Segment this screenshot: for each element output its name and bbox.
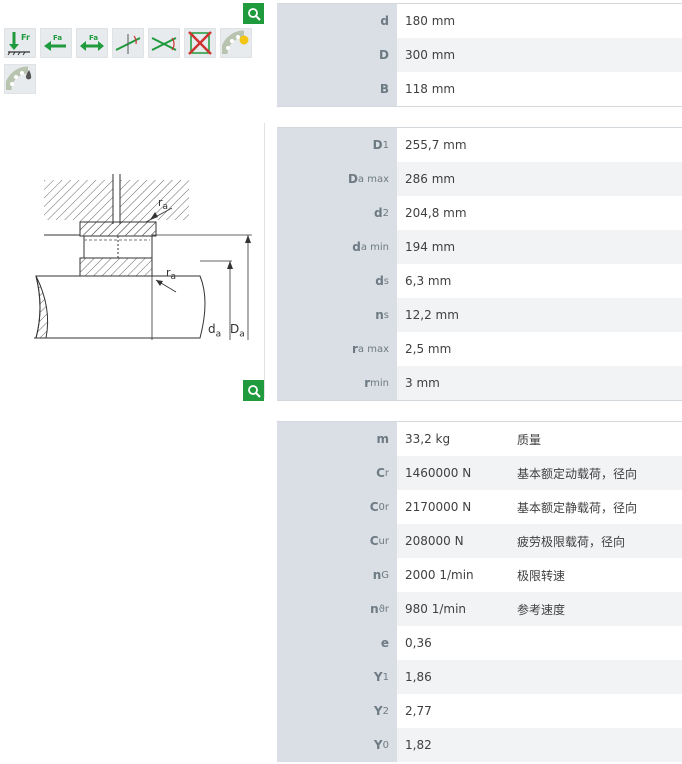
table-divider xyxy=(277,400,682,401)
description-cell: 参考速度 xyxy=(517,602,566,617)
zoom-icon-button-bottom[interactable] xyxy=(243,380,264,401)
value-cell: 2,77 xyxy=(405,704,432,718)
misalignment-icon[interactable] xyxy=(112,28,144,58)
bearing-mounting-diagram xyxy=(34,174,252,340)
description-cell: 极限转速 xyxy=(517,568,566,583)
value-cell: 118 mm xyxy=(405,82,456,96)
value-cell: 180 mm xyxy=(405,14,456,28)
value-cell: 194 mm xyxy=(405,240,456,254)
symbol-cell: m xyxy=(277,422,397,456)
value-cell: 204,8 mm xyxy=(405,206,467,220)
symbol-cell: B xyxy=(277,72,397,106)
description-cell: 基本额定动载荷，径向 xyxy=(517,466,638,481)
svg-text:Fa: Fa xyxy=(89,34,98,42)
dimensions-table: d 180 mm D 300 mm B 118 mm xyxy=(277,4,682,106)
bearing-lubrication-icon[interactable] xyxy=(220,28,252,58)
divider xyxy=(264,123,265,398)
axial-load-both-icon[interactable]: Fa xyxy=(76,28,108,58)
description-cell: 疲劳极限载荷，径向 xyxy=(517,534,626,549)
value-cell: 255,7 mm xyxy=(405,138,467,152)
table-row: e 0,36 xyxy=(277,626,682,660)
table-row: m 33,2 kg 质量 xyxy=(277,422,682,456)
table-divider xyxy=(277,421,682,422)
ra-top-label: ra xyxy=(158,196,169,213)
axial-load-left-icon[interactable]: Fa xyxy=(40,28,72,58)
symbol-cell: D xyxy=(277,38,397,72)
table-row: d 180 mm xyxy=(277,4,682,38)
not-allowed-icon[interactable] xyxy=(184,28,216,58)
ra-bottom-label: ra xyxy=(166,266,177,283)
table-divider xyxy=(277,127,682,128)
value-cell: 1,82 xyxy=(405,738,432,752)
value-cell: 3 mm xyxy=(405,376,440,390)
svg-text:Fr: Fr xyxy=(21,33,30,42)
description-cell: 质量 xyxy=(517,432,542,447)
bearing-oil-icon[interactable] xyxy=(4,64,36,94)
angular-misalignment-icon[interactable] xyxy=(148,28,180,58)
value-cell: 12,2 mm xyxy=(405,308,459,322)
description-cell: 基本额定静载荷，径向 xyxy=(517,500,638,515)
value-cell: 1,86 xyxy=(405,670,432,684)
table-divider xyxy=(277,106,682,107)
table-row: D 300 mm xyxy=(277,38,682,72)
svg-text:Fa: Fa xyxy=(53,34,62,42)
zoom-icon-button-top[interactable] xyxy=(243,3,264,24)
value-cell: 208000 N xyxy=(405,534,464,548)
value-cell: 300 mm xyxy=(405,48,456,62)
value-cell: 6,3 mm xyxy=(405,274,452,288)
radial-load-icon[interactable]: Fr xyxy=(4,28,36,58)
da-label: da xyxy=(208,322,222,340)
symbol-cell: e xyxy=(277,626,397,660)
table-divider xyxy=(277,3,682,4)
value-cell: 980 1/min xyxy=(405,602,467,616)
table-row: B 118 mm xyxy=(277,72,682,106)
magnifier-icon xyxy=(247,7,261,21)
value-cell: 2170000 N xyxy=(405,500,472,514)
value-cell: 1460000 N xyxy=(405,466,472,480)
value-cell: 2000 1/min xyxy=(405,568,474,582)
Da-label: Da xyxy=(230,322,245,340)
value-cell: 0,36 xyxy=(405,636,432,650)
symbol-cell: d xyxy=(277,4,397,38)
value-cell: 286 mm xyxy=(405,172,456,186)
magnifier-icon xyxy=(247,384,261,398)
value-cell: 33,2 kg xyxy=(405,432,451,446)
value-cell: 2,5 mm xyxy=(405,342,452,356)
